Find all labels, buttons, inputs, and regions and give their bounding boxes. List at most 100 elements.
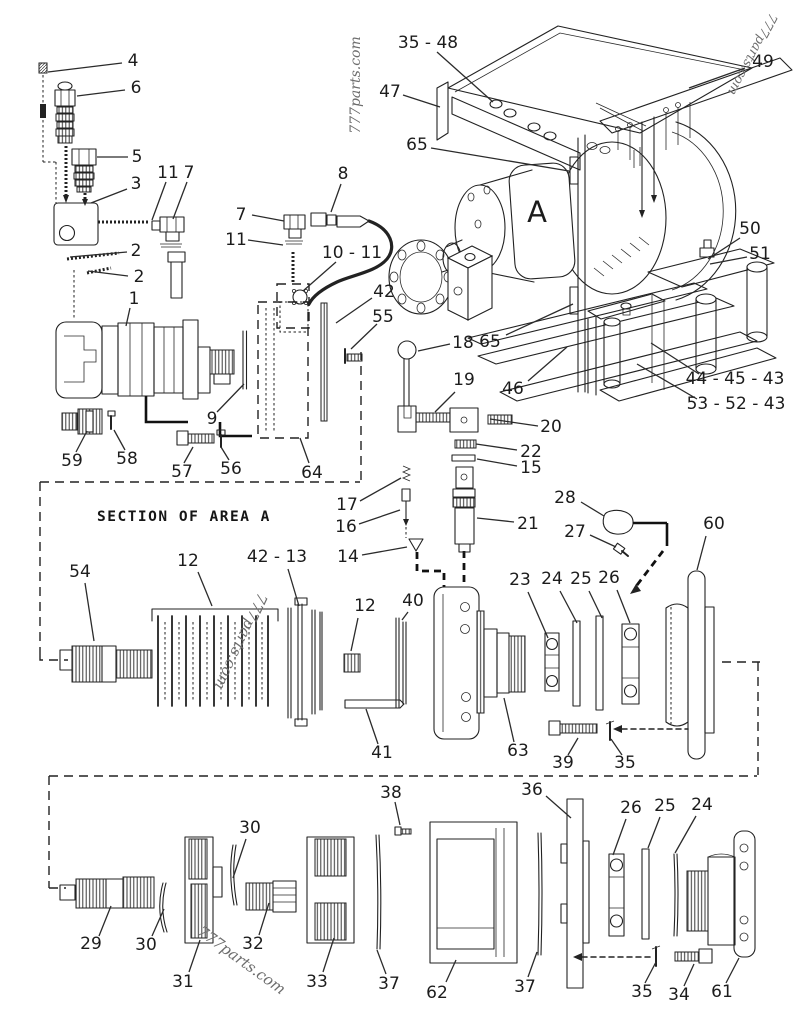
callout-24: 24	[691, 795, 713, 815]
leader-line-8	[330, 183, 342, 213]
callout-2: 2	[134, 267, 145, 287]
callout-53-52-43: 53 - 52 - 43	[687, 394, 786, 414]
leader-line-24	[674, 815, 697, 854]
leader-line-12	[197, 571, 213, 607]
callout-34: 34	[668, 985, 690, 1005]
callout-36: 36	[521, 780, 543, 800]
leader-line-12	[350, 617, 359, 652]
callout-54: 54	[69, 562, 91, 582]
leader-line-40	[401, 611, 409, 621]
leader-line-51	[709, 256, 748, 265]
leader-line-53-52-43	[636, 363, 698, 400]
callout-11: 11	[225, 230, 247, 250]
leader-line-54	[84, 582, 95, 642]
leader-line-2	[69, 251, 128, 258]
callout-6: 6	[131, 78, 142, 98]
callout-50: 50	[739, 219, 761, 239]
leader-line-35	[644, 961, 657, 984]
leader-line-41	[365, 708, 379, 745]
leader-line-64	[299, 437, 310, 464]
callout-2: 2	[131, 241, 142, 261]
callout-65: 65	[406, 135, 428, 155]
winch-assembly	[388, 25, 793, 402]
relief-valve-group	[38, 62, 150, 320]
callout-3: 3	[131, 174, 142, 194]
leader-line-14	[361, 546, 408, 556]
leader-line-61	[725, 957, 740, 984]
callout-21: 21	[517, 514, 539, 534]
leader-line-27	[589, 534, 617, 548]
callout-9: 9	[207, 409, 218, 429]
leader-line-24	[559, 590, 578, 624]
leader-line-7	[172, 181, 188, 220]
callout-44-45-43: 44 - 45 - 43	[686, 369, 785, 389]
callout-38: 38	[380, 783, 402, 803]
callout-56: 56	[220, 459, 242, 479]
leader-line-55	[350, 323, 378, 350]
callout-10-11: 10 - 11	[322, 243, 382, 263]
leader-line-39	[567, 737, 579, 756]
leader-line-30	[151, 908, 165, 937]
gear-train-row	[59, 798, 756, 989]
callout-62: 62	[426, 983, 448, 1003]
leader-line-46	[527, 346, 568, 382]
callout-24: 24	[541, 569, 563, 589]
leader-line-37	[527, 951, 538, 978]
leader-line-49	[688, 67, 746, 89]
callout-35: 35	[631, 982, 653, 1002]
leader-line-19	[434, 391, 456, 413]
callout-20: 20	[540, 417, 562, 437]
callout-25: 25	[654, 796, 676, 816]
callout-26: 26	[598, 568, 620, 588]
leader-line-26	[616, 589, 631, 624]
leader-line-50	[707, 237, 741, 260]
callout-16: 16	[335, 517, 357, 537]
leader-line-47	[402, 94, 441, 108]
leader-line-18	[417, 343, 451, 352]
callout-47: 47	[379, 82, 401, 102]
callout-63: 63	[507, 741, 529, 761]
callout-57: 57	[171, 462, 193, 482]
leader-line-36	[545, 795, 572, 819]
callout-39: 39	[552, 753, 574, 773]
section-boundary	[39, 352, 760, 889]
callout-41: 41	[371, 743, 393, 763]
callout-49: 49	[752, 52, 774, 72]
leader-line-31	[188, 939, 201, 973]
clutch-section-parts	[59, 509, 715, 760]
callout-25: 25	[570, 569, 592, 589]
leader-line-38	[394, 801, 401, 826]
callout-46: 46	[502, 379, 524, 399]
callout-59: 59	[61, 451, 83, 471]
leader-line-20	[489, 418, 539, 427]
leader-line-15	[476, 458, 518, 467]
leader-line-11	[247, 239, 284, 246]
callout-64: 64	[301, 463, 323, 483]
callout-14: 14	[337, 547, 359, 567]
leader-line-10-11	[302, 261, 337, 292]
callout-18: 18	[452, 333, 474, 353]
callout-30: 30	[239, 818, 261, 838]
callout-19: 19	[453, 370, 475, 390]
callout-37: 37	[514, 977, 536, 997]
leader-line-63	[503, 697, 515, 743]
callout-65: 65	[479, 332, 501, 352]
callout-12: 12	[177, 551, 199, 571]
callout-33: 33	[306, 972, 328, 992]
leader-line-35-48	[436, 51, 494, 103]
callout-23: 23	[509, 570, 531, 590]
watermark-0: 777parts.com	[348, 36, 364, 134]
leader-line-65	[430, 147, 570, 172]
leader-line-42-13	[287, 568, 300, 607]
callout-42: 42	[373, 282, 395, 302]
callout-35: 35	[614, 753, 636, 773]
callout-4: 4	[128, 51, 139, 71]
callout-61: 61	[711, 982, 733, 1002]
callout-58: 58	[116, 449, 138, 469]
leader-line-21	[476, 517, 515, 523]
leader-line-4	[47, 62, 123, 73]
area-letter-marker: A	[527, 195, 547, 229]
